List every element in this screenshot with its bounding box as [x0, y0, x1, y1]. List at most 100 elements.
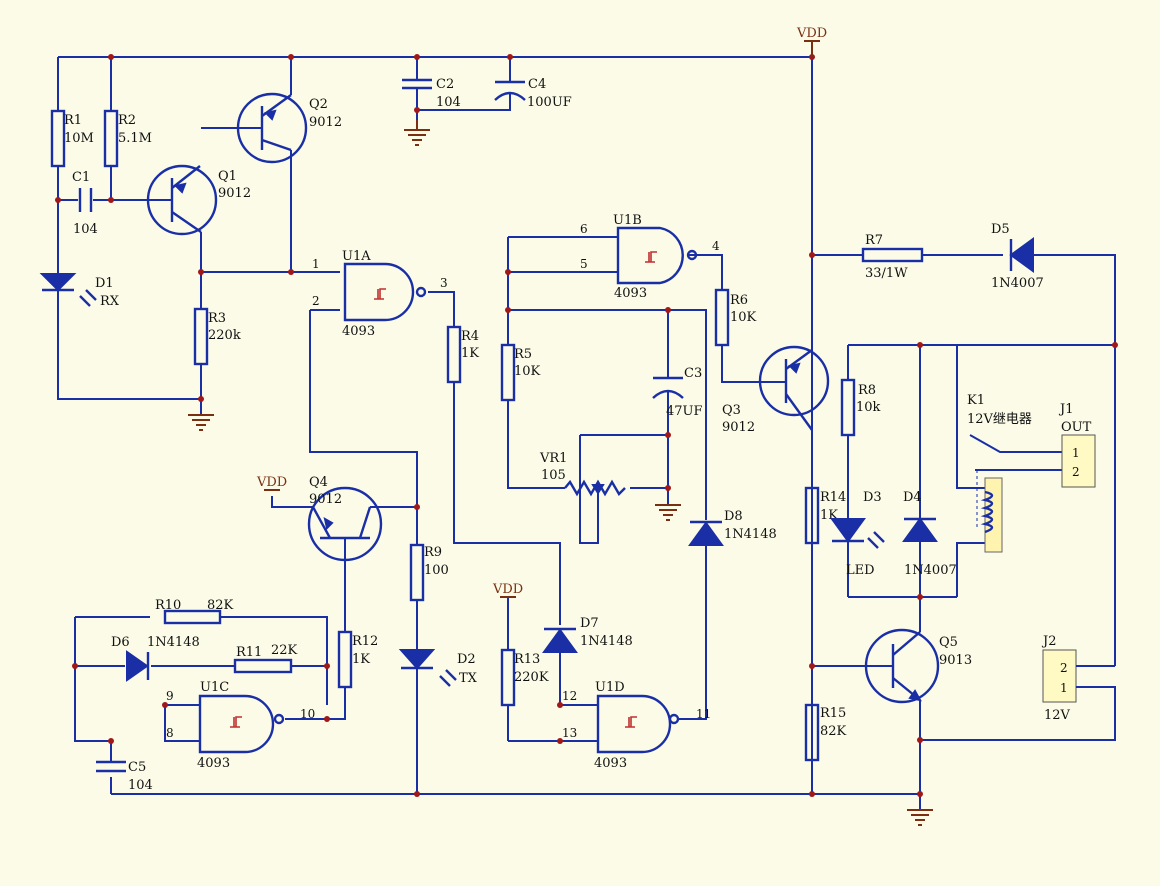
svg-text:R7: R7	[865, 233, 883, 248]
svg-text:D1: D1	[95, 276, 114, 291]
svg-text:C2: C2	[436, 77, 454, 92]
svg-text:5.1M: 5.1M	[118, 131, 152, 146]
svg-text:104: 104	[73, 222, 98, 237]
svg-text:Q2: Q2	[309, 97, 328, 112]
svg-text:1N4148: 1N4148	[580, 634, 633, 649]
svg-text:10K: 10K	[730, 310, 757, 325]
svg-text:100: 100	[424, 563, 449, 578]
svg-text:220k: 220k	[208, 328, 241, 343]
vdd-symbol-r13: VDD	[492, 582, 523, 598]
svg-text:10k: 10k	[856, 400, 881, 415]
transistor-q1: Q1 9012	[146, 164, 251, 236]
junctions	[55, 54, 1118, 797]
svg-text:U1C: U1C	[200, 680, 229, 695]
resistor-r7: R7 33/1W	[861, 233, 924, 281]
svg-text:1N4148: 1N4148	[724, 527, 777, 542]
svg-text:R1: R1	[64, 113, 82, 128]
svg-text:Q5: Q5	[939, 635, 958, 650]
diode-d4: D4 1N4007	[902, 490, 957, 578]
svg-text:C3: C3	[684, 366, 702, 381]
svg-text:D3: D3	[863, 490, 882, 505]
svg-text:22K: 22K	[271, 643, 298, 658]
svg-text:Q4: Q4	[309, 475, 328, 490]
svg-text:R13: R13	[514, 652, 540, 667]
svg-text:13: 13	[562, 726, 577, 740]
svg-text:9013: 9013	[939, 653, 972, 668]
svg-text:D2: D2	[457, 652, 476, 667]
svg-text:3: 3	[440, 276, 448, 290]
svg-text:U1A: U1A	[342, 249, 371, 264]
vdd-symbol-q4: VDD	[256, 475, 287, 491]
svg-text:Q1: Q1	[218, 169, 237, 184]
capacitor-c1: C1 104	[72, 170, 98, 237]
svg-text:82K: 82K	[207, 598, 234, 613]
ground-symbol-r3	[187, 414, 215, 431]
svg-text:R8: R8	[858, 383, 876, 398]
svg-text:1: 1	[1060, 681, 1068, 695]
svg-text:33/1W: 33/1W	[865, 266, 908, 281]
ground-symbol-c2	[403, 120, 431, 146]
svg-text:LED: LED	[846, 563, 875, 578]
svg-text:9012: 9012	[309, 492, 342, 507]
svg-text:1N4007: 1N4007	[904, 563, 957, 578]
svg-text:R10: R10	[155, 598, 181, 613]
svg-text:U1B: U1B	[613, 213, 642, 228]
svg-text:VR1: VR1	[539, 451, 567, 466]
power-symbols: VDD VDD VDD	[187, 26, 934, 826]
svg-text:10M: 10M	[64, 131, 94, 146]
svg-text:R14: R14	[820, 490, 846, 505]
svg-text:220K: 220K	[514, 670, 549, 685]
svg-text:C5: C5	[128, 760, 146, 775]
svg-text:VDD: VDD	[492, 582, 523, 597]
svg-text:4: 4	[712, 239, 720, 253]
svg-text:4093: 4093	[197, 756, 230, 771]
svg-text:D6: D6	[111, 635, 130, 650]
svg-text:12V继电器: 12V继电器	[967, 412, 1032, 427]
svg-text:1: 1	[1072, 446, 1080, 460]
svg-text:J1: J1	[1058, 402, 1073, 417]
svg-text:OUT: OUT	[1061, 420, 1092, 435]
resistor-r3: R3 220k	[193, 307, 241, 366]
svg-text:8: 8	[166, 726, 174, 740]
vdd-symbol-top: VDD	[796, 26, 827, 57]
svg-text:C1: C1	[72, 170, 90, 185]
capacitor-c3: C3 47UF	[652, 366, 703, 419]
resistor-r13: R13 220K	[500, 648, 549, 707]
svg-text:11: 11	[696, 707, 711, 721]
svg-text:R3: R3	[208, 311, 226, 326]
transistor-q4: Q4 9012	[307, 475, 383, 562]
svg-text:4093: 4093	[594, 756, 627, 771]
svg-text:47UF: 47UF	[666, 404, 703, 419]
svg-text:R2: R2	[118, 113, 136, 128]
svg-text:C4: C4	[528, 77, 546, 92]
svg-text:9012: 9012	[218, 186, 251, 201]
svg-text:12V: 12V	[1044, 708, 1071, 723]
svg-text:D4: D4	[903, 490, 922, 505]
svg-text:R4: R4	[461, 329, 479, 344]
svg-text:6: 6	[580, 222, 588, 236]
ground-symbol-main	[906, 809, 934, 826]
resistor-r2: R2 5.1M	[103, 109, 152, 168]
